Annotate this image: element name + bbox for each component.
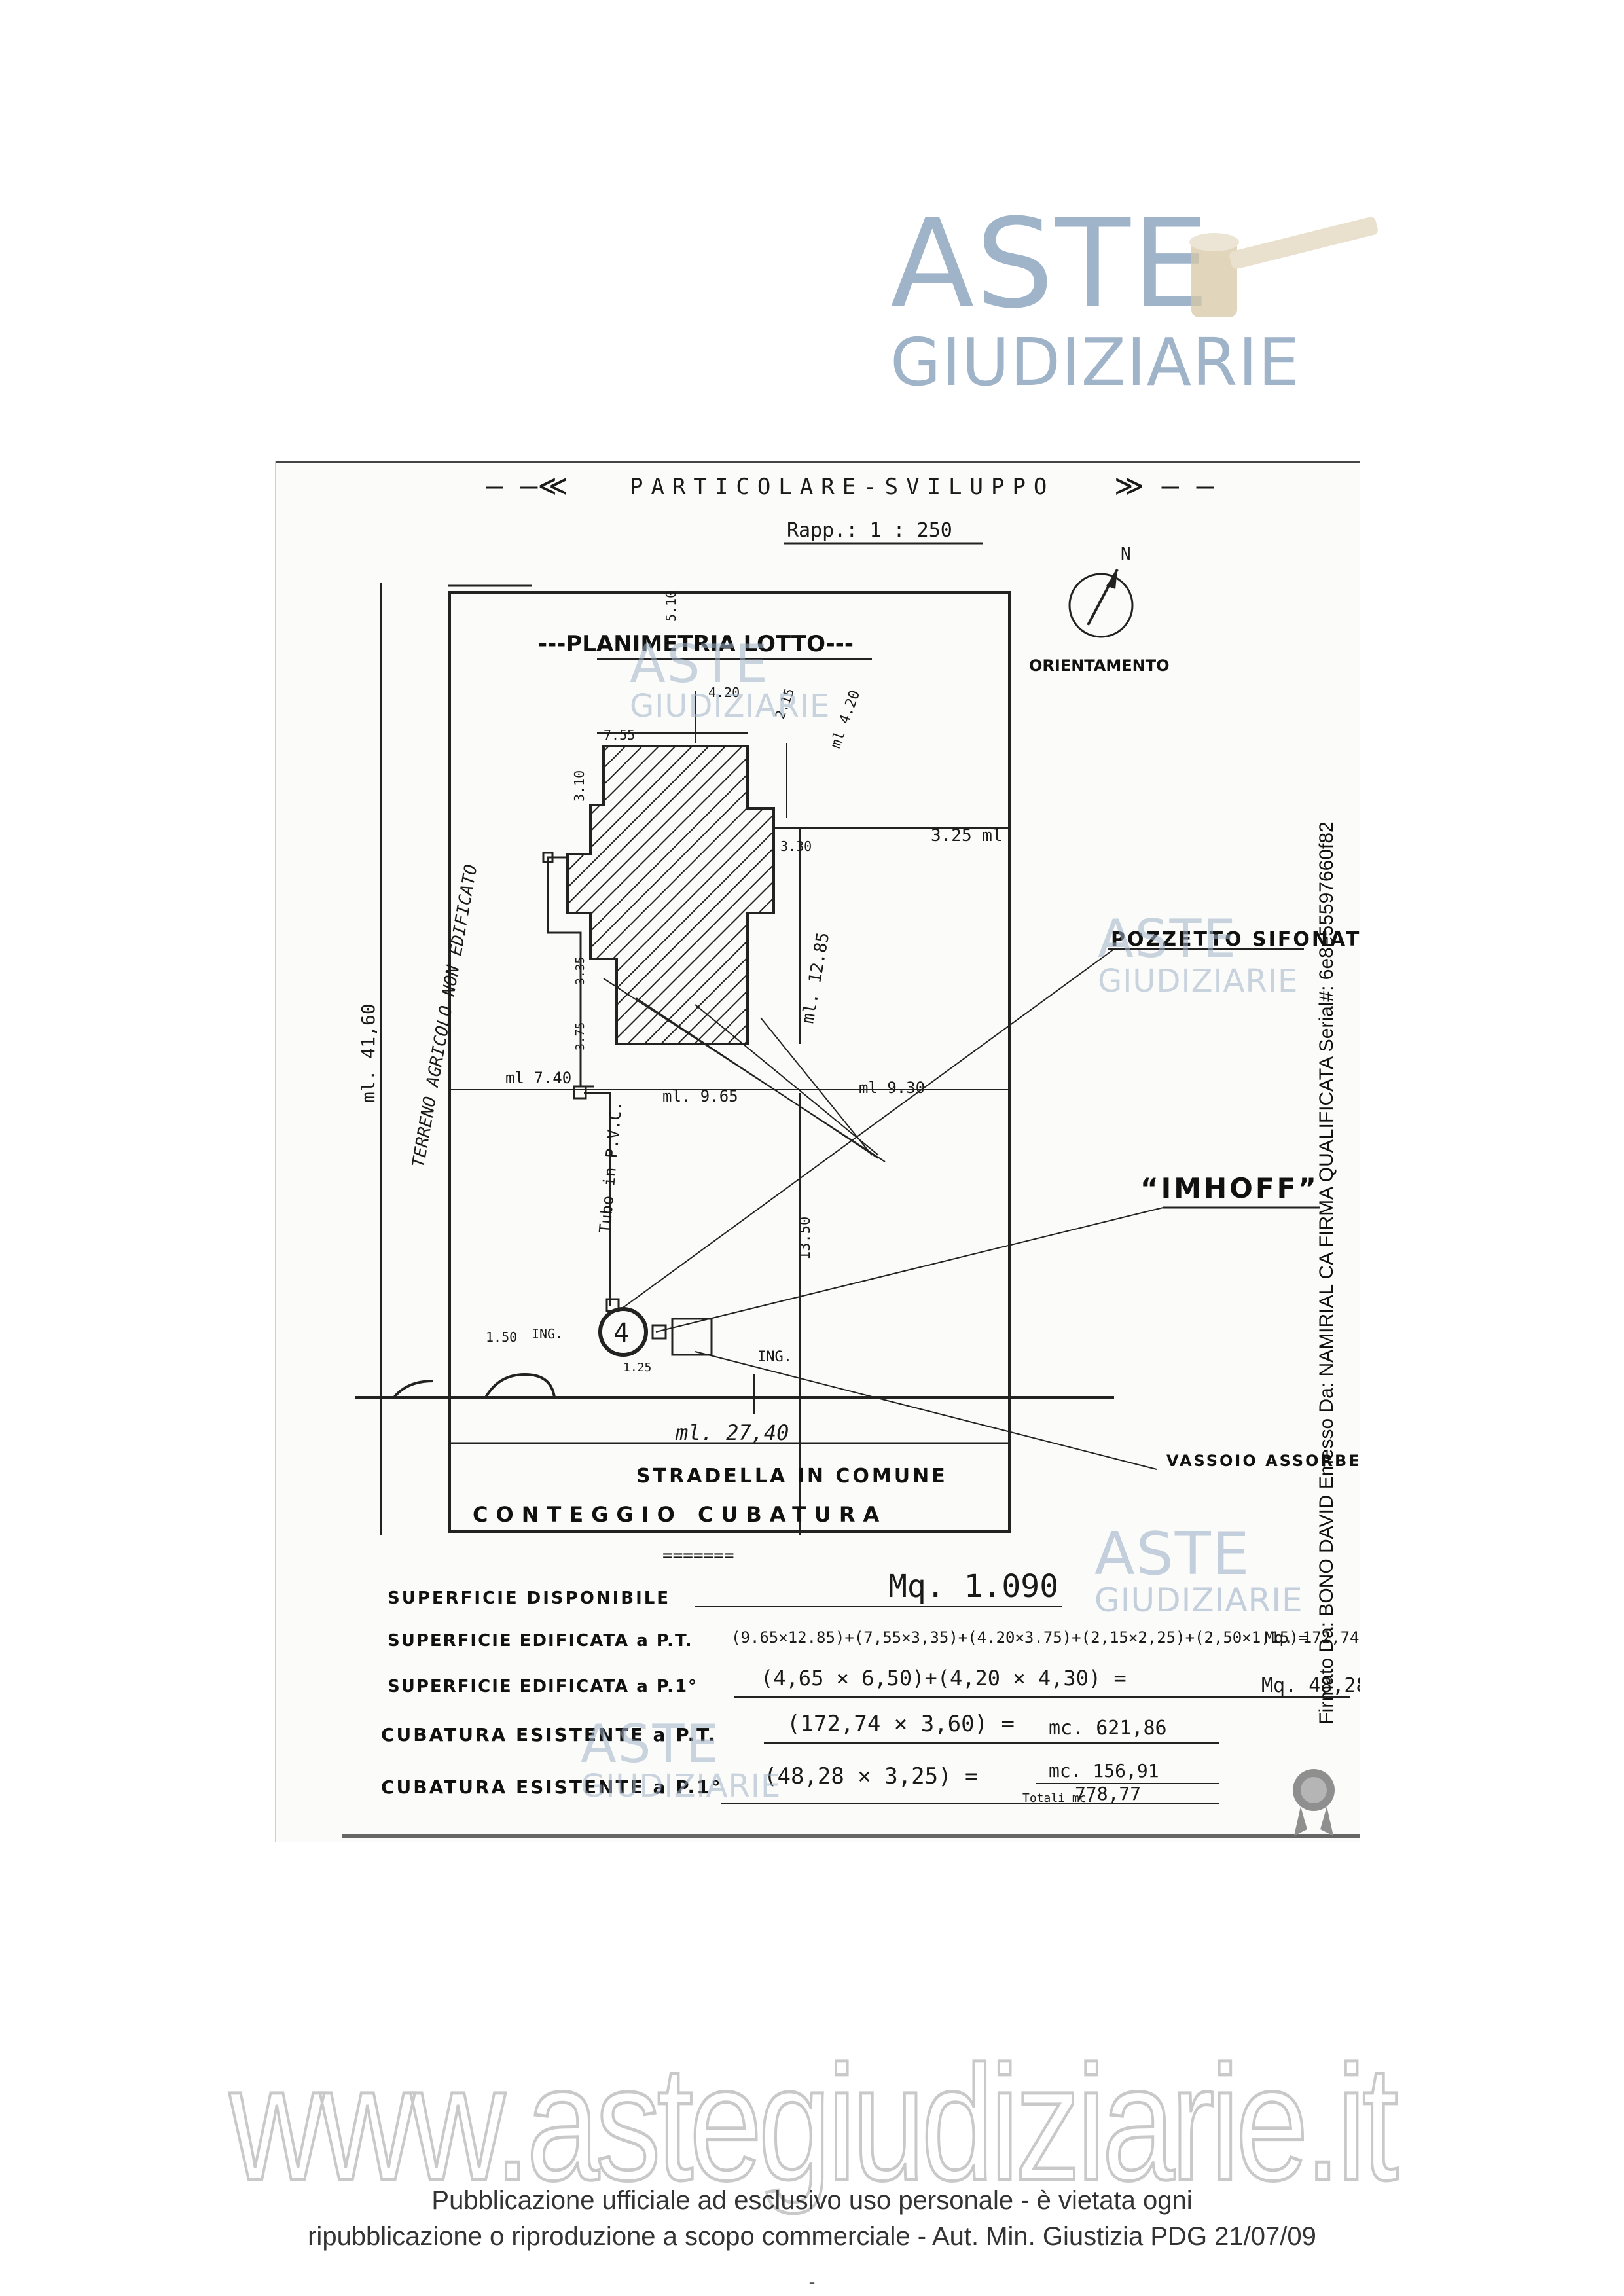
gavel-icon [1189, 217, 1378, 317]
svg-text:SUPERFICIE EDIFICATA a P.1°: SUPERFICIE EDIFICATA a P.1° [388, 1677, 698, 1696]
footer-line-2: ripubblicazione o riproduzione a scopo c… [308, 2222, 1316, 2251]
svg-text:CUBATURA ESISTENTE a P.1°: CUBATURA ESISTENTE a P.1° [381, 1776, 723, 1798]
svg-text:— —≪: — —≪ [486, 469, 568, 503]
svg-text:=======: ======= [662, 1546, 734, 1566]
plan-title: ---PLANIMETRIA LOTTO--- [538, 631, 854, 657]
svg-text:ml 4.20: ml 4.20 [827, 688, 863, 751]
svg-text:1.25: 1.25 [623, 1361, 651, 1374]
svg-text:ING.: ING. [757, 1349, 792, 1365]
svg-text:778,77: 778,77 [1075, 1783, 1141, 1804]
scale-label: Rapp.: 1 : 250 [787, 519, 952, 542]
svg-text:SUPERFICIE EDIFICATA a P.T.: SUPERFICIE EDIFICATA a P.T. [388, 1631, 693, 1651]
svg-text:ml. 12.85: ml. 12.85 [798, 931, 833, 1025]
north-label: N [1121, 545, 1131, 564]
road-label: STRADELLA IN COMUNE [636, 1465, 948, 1488]
svg-text:(4,65 × 6,50)+(4,20 × 4,30) =: (4,65 × 6,50)+(4,20 × 4,30) = [761, 1666, 1127, 1691]
svg-text:ING.: ING. [532, 1326, 563, 1342]
svg-text:3.35: 3.35 [573, 957, 587, 985]
svg-text:Totali mc.: Totali mc. [1022, 1791, 1093, 1805]
technical-drawing: PARTICOLARE-SVILUPPO — —≪ ≫ — — Rapp.: 1… [275, 461, 1360, 1842]
svg-text:3.75: 3.75 [573, 1022, 587, 1050]
drawing-canvas: PARTICOLARE-SVILUPPO — —≪ ≫ — — Rapp.: 1… [276, 461, 1360, 1838]
watermark-logo-2: ASTE GIUDIZIARIE [1098, 908, 1299, 999]
dim-total-width: ml. 27,40 [675, 1420, 789, 1445]
website-watermark: www.astegiudiziarie.it [228, 2031, 1400, 2217]
svg-text:ml 7.40: ml 7.40 [505, 1069, 571, 1087]
watermark-logo-1: ASTE GIUDIZIARIE [630, 634, 831, 725]
svg-text:4.20: 4.20 [708, 685, 740, 700]
imhoff-label: “IMHOFF” [1140, 1172, 1319, 1204]
logo-line2: GIUDIZIARIE [890, 324, 1301, 401]
pvc-label: Tubo in P.V.C. [596, 1101, 626, 1234]
pozzetto-label: POZZETTO SIFONATO [1111, 928, 1360, 951]
footer-line-1: Pubblicazione ufficiale ad esclusivo uso… [431, 2186, 1193, 2215]
svg-text:7.55: 7.55 [604, 727, 635, 743]
svg-text:5.10: 5.10 [663, 590, 679, 622]
drawing-title: PARTICOLARE-SVILUPPO [630, 474, 1055, 500]
side-label: TERRENO AGRICOLO NON EDIFICATO [408, 863, 481, 1170]
svg-text:≫ — —: ≫ — — [1114, 469, 1214, 503]
dim-total-height: ml. 41,60 [357, 1003, 379, 1103]
aste-giudiziarie-logo: ASTE GIUDIZIARIE [890, 203, 1300, 395]
row-1-value: Mq. 1.090 [888, 1568, 1058, 1605]
watermark-logo-3: ASTE GIUDIZIARIE [1094, 1520, 1303, 1619]
row-1-label: SUPERFICIE DISPONIBILE [388, 1588, 670, 1608]
logo-line1: ASTE [890, 192, 1211, 336]
svg-text:3.25 ml: 3.25 ml [931, 826, 1003, 846]
conteggio-title: CONTEGGIO CUBATURA [473, 1502, 887, 1527]
svg-text:(9.65×12.85)+(7,55×3,35)+(4.20: (9.65×12.85)+(7,55×3,35)+(4.20×3.75)+(2,… [731, 1628, 1308, 1647]
page-number: - [808, 2271, 816, 2293]
svg-text:3.30: 3.30 [780, 838, 812, 854]
svg-text:3.10: 3.10 [571, 770, 587, 802]
watermark-logo-4: ASTE GIUDIZIARIE [581, 1713, 782, 1804]
svg-text:(172,74 × 3,60) =: (172,74 × 3,60) = [787, 1711, 1015, 1737]
svg-text:mc. 621,86: mc. 621,86 [1049, 1717, 1167, 1740]
svg-text:Mq. 48,28: Mq. 48,28 [1261, 1674, 1360, 1697]
orientation-label: ORIENTAMENTO [1029, 656, 1170, 675]
svg-text:Mq. 172,74: Mq. 172,74 [1265, 1628, 1360, 1647]
svg-text:CUBATURA ESISTENTE a P.T.: CUBATURA ESISTENTE a P.T. [381, 1724, 717, 1746]
vassoio-label: VASSOIO ASSORBE [1166, 1452, 1360, 1470]
digital-signature: Firmato Da: BONO DAVID Emesso Da: NAMIRI… [1316, 821, 1337, 1725]
svg-text:1.50: 1.50 [486, 1329, 517, 1345]
seal-icon [1293, 1769, 1335, 1836]
svg-text:(48,28 × 3,25) =: (48,28 × 3,25) = [764, 1763, 979, 1789]
svg-text:ml 9.30: ml 9.30 [859, 1079, 925, 1097]
imhoff-symbol: 4 [613, 1318, 629, 1348]
svg-text:ml. 9.65: ml. 9.65 [662, 1087, 738, 1105]
svg-text:mc. 156,91: mc. 156,91 [1049, 1760, 1159, 1782]
